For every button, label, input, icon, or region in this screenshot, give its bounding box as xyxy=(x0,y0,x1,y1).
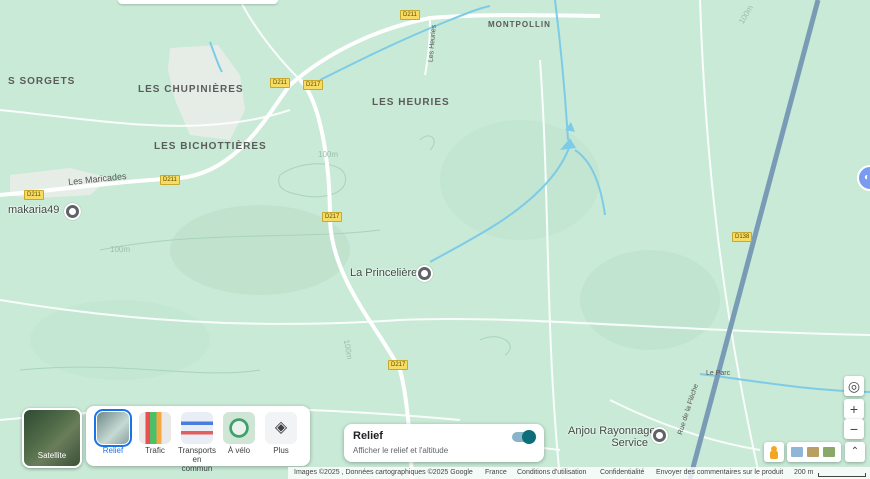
poi-pin-icon[interactable] xyxy=(416,265,433,282)
attribution-footer: Images ©2025 , Données cartographiques ©… xyxy=(288,467,870,479)
poi-label-princeliere[interactable]: La Princelière xyxy=(350,267,418,279)
bicycle-icon xyxy=(223,412,255,444)
poi-label-anjou-rayonnage[interactable]: Anjou Rayonnage Service xyxy=(568,425,655,449)
relief-info-card: Relief Afficher le relief et l'altitude xyxy=(344,424,544,462)
terrain-icon xyxy=(94,409,132,447)
layer-panel: Relief Trafic Transports en commun À vél… xyxy=(86,406,310,473)
place-label-sorgets: S SORGETS xyxy=(8,76,76,87)
expand-chevron-icon[interactable]: ⌃ xyxy=(845,442,865,462)
top-search-strip xyxy=(118,0,278,4)
road-shield-d138: D138 xyxy=(732,232,753,242)
place-label-heuries: LES HEURIES xyxy=(372,97,450,108)
road-shield-d217: D217 xyxy=(322,212,343,222)
place-label-chupinieres: LES CHUPINIÈRES xyxy=(138,84,244,95)
layer-transit-button[interactable]: Transports en commun xyxy=(178,412,216,473)
road-shield-d211: D211 xyxy=(270,78,290,88)
layer-traffic-button[interactable]: Trafic xyxy=(136,412,174,455)
contour-label: 100m xyxy=(318,150,339,159)
layer-bicycle-button[interactable]: À vélo xyxy=(220,412,258,455)
layer-more-button[interactable]: ◈ Plus xyxy=(262,412,300,455)
street-view-pegman-icon[interactable] xyxy=(764,442,784,462)
imagery-thumb-1 xyxy=(791,447,803,457)
layer-more-label: Plus xyxy=(273,446,289,455)
zoom-in-button[interactable]: + xyxy=(844,399,864,419)
footer-terms-link[interactable]: Conditions d'utilisation xyxy=(517,469,587,476)
road-shield-d217: D217 xyxy=(303,80,324,90)
poi-pin-icon[interactable] xyxy=(64,203,81,220)
my-location-button[interactable]: ◎ xyxy=(844,376,864,396)
poi-label-anjou-line2: Service xyxy=(611,437,648,449)
imagery-thumb-3 xyxy=(823,447,835,457)
contour-label: 100m xyxy=(110,245,131,254)
layer-bicycle-label: À vélo xyxy=(227,446,251,455)
footer-scale-label: 200 m xyxy=(794,469,814,476)
footer-privacy-link[interactable]: Confidentialité xyxy=(600,469,645,476)
imagery-thumb-2 xyxy=(807,447,819,457)
relief-toggle-switch[interactable] xyxy=(512,430,536,444)
place-label-bichottieres: LES BICHOTTIÈRES xyxy=(154,141,267,152)
traffic-icon xyxy=(139,412,171,444)
place-label-montpollin: MONTPOLLIN xyxy=(488,20,551,29)
target-icon: ◎ xyxy=(847,378,861,394)
poi-label-anjou-line1: Anjou Rayonnage xyxy=(568,425,656,437)
scale-bar xyxy=(818,473,866,477)
relief-card-subtitle: Afficher le relief et l'altitude xyxy=(353,446,449,455)
satellite-toggle-button[interactable]: Satellite xyxy=(22,408,82,468)
layers-icon: ◈ xyxy=(265,412,297,444)
footer-feedback-link[interactable]: Envoyer des commentaires sur le produit xyxy=(656,469,784,476)
relief-card-title: Relief xyxy=(353,430,383,442)
road-shield-d211: D211 xyxy=(400,10,420,20)
zoom-out-button[interactable]: − xyxy=(844,419,864,439)
poi-pin-icon[interactable] xyxy=(651,427,668,444)
footer-imagery: Images ©2025 , Données cartographiques ©… xyxy=(294,469,473,476)
road-shield-d211: D211 xyxy=(24,190,44,200)
footer-country-link[interactable]: France xyxy=(485,469,507,476)
layer-transit-label: Transports en commun xyxy=(178,446,216,473)
road-label-le-parc: Le Parc xyxy=(706,370,731,377)
road-shield-d217: D217 xyxy=(388,360,409,370)
satellite-label: Satellite xyxy=(37,451,67,460)
poi-label-makaria[interactable]: makaria49 xyxy=(8,204,60,216)
road-shield-d211: D211 xyxy=(160,175,180,185)
transit-icon xyxy=(181,412,213,444)
layer-traffic-label: Trafic xyxy=(145,446,165,455)
layer-relief-button[interactable]: Relief xyxy=(94,409,132,455)
imagery-thumbnails[interactable] xyxy=(787,442,841,462)
layer-relief-label: Relief xyxy=(102,446,124,455)
